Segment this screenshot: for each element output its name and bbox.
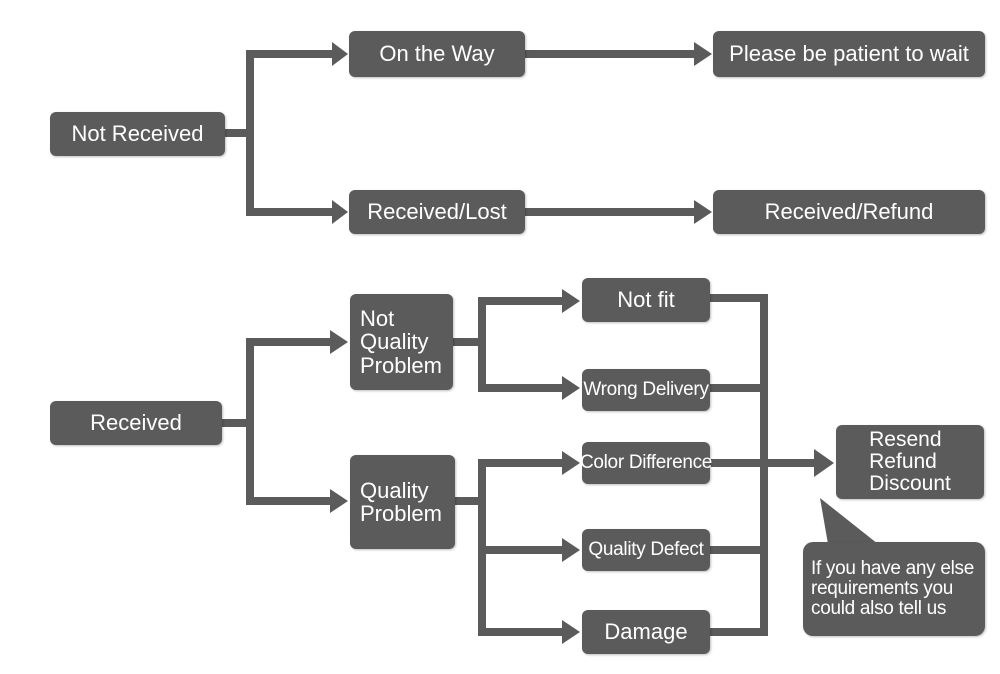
node-received-refund: Received/Refund [713, 190, 985, 234]
node-not-received: Not Received [50, 112, 225, 156]
node-please-wait: Please be patient to wait [713, 31, 985, 77]
node-label-line: Quality [360, 477, 429, 503]
node-resolution: Resend Refund Discount [836, 425, 984, 499]
node-color-difference: Color Difference [579, 442, 713, 484]
node-label: Damage [604, 619, 688, 645]
node-label-line: Refund [869, 449, 937, 473]
node-received: Received [50, 401, 222, 445]
node-label: Received [90, 410, 182, 436]
node-label: Quality Defect [588, 539, 704, 561]
arrowhead-on-the-way [332, 42, 348, 66]
arrowhead-not-fit [562, 289, 580, 313]
note-bubble: If you have any else requirements you co… [803, 542, 985, 636]
node-label: Wrong Delivery [583, 379, 709, 401]
node-label: Received/Refund [764, 199, 934, 225]
arrowhead-color-difference [562, 451, 580, 475]
arrowhead-not-quality-problem [330, 330, 348, 354]
node-label: Received/Lost [367, 199, 507, 225]
node-on-the-way: On the Way [349, 31, 525, 77]
node-label-line: Discount [869, 472, 951, 496]
node-wrong-delivery: Wrong Delivery [582, 369, 710, 411]
node-quality-problem: Quality Problem [350, 455, 455, 549]
node-quality-defect: Quality Defect [582, 529, 710, 571]
node-label-line: Quality [360, 329, 429, 355]
arrowhead-damage [562, 620, 580, 644]
node-damage: Damage [582, 610, 710, 654]
arrowhead-quality-defect [562, 538, 580, 562]
arrowhead-please-wait [694, 42, 712, 66]
node-label-line: Problem [360, 352, 442, 378]
arrowhead-quality-problem [330, 489, 348, 513]
arrowhead-resolution [814, 449, 834, 477]
note-line: could also tell us [811, 597, 947, 619]
node-not-fit: Not fit [582, 278, 710, 322]
node-label: Not fit [617, 287, 675, 313]
note-line: requirements you [811, 578, 953, 600]
node-label: On the Way [379, 41, 495, 67]
node-received-lost: Received/Lost [349, 190, 525, 234]
note-line: If you have any else [811, 558, 974, 580]
node-label-line: Not [360, 306, 395, 332]
arrowhead-wrong-delivery [562, 376, 580, 400]
arrowhead-received-lost [332, 200, 348, 224]
node-not-quality-problem: Not Quality Problem [350, 294, 453, 390]
arrowhead-received-refund [694, 200, 712, 224]
node-label-line: Resend [869, 427, 942, 451]
node-label-line: Problem [360, 501, 442, 526]
node-label: Please be patient to wait [729, 41, 969, 67]
node-label: Color Difference [579, 452, 713, 474]
node-label: Not Received [71, 121, 204, 147]
